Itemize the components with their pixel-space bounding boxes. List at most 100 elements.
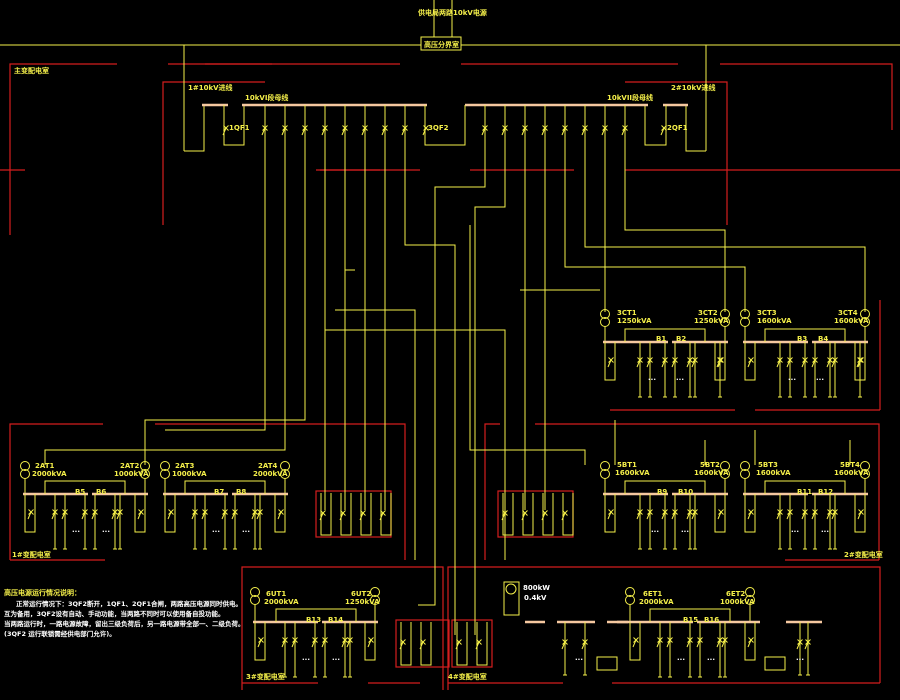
transformer-name: 6ET2 bbox=[726, 590, 745, 598]
transformer-icon bbox=[370, 587, 380, 597]
continuation-dots: ... bbox=[788, 374, 796, 382]
ats-box bbox=[596, 656, 618, 671]
bus-tie bbox=[624, 328, 706, 342]
transformer-rating: 1600kVA bbox=[834, 469, 869, 477]
continuation-dots: ... bbox=[575, 654, 583, 662]
breaker-blade bbox=[51, 511, 56, 520]
bus-tie bbox=[624, 480, 706, 494]
breaker-blade bbox=[321, 127, 326, 136]
bus-label: B3 bbox=[797, 335, 807, 343]
feeder-route bbox=[335, 309, 416, 560]
breaker-blade bbox=[776, 359, 781, 368]
breaker-blade bbox=[116, 511, 121, 520]
transformer-icon bbox=[625, 587, 635, 597]
breaker-blade bbox=[747, 511, 752, 520]
notes-title: 高压电源运行情况说明： bbox=[4, 588, 81, 597]
return-loop bbox=[164, 494, 176, 533]
transformer-icon bbox=[740, 469, 750, 479]
breaker-blade bbox=[339, 512, 344, 521]
breaker-blade bbox=[804, 641, 809, 650]
incoming-feeder bbox=[685, 105, 706, 152]
transformer-icon bbox=[740, 309, 750, 319]
transformer-rating: 1250kVA bbox=[345, 598, 380, 606]
breaker-blade bbox=[61, 511, 66, 520]
breaker-blade bbox=[359, 512, 364, 521]
breaker-blade bbox=[321, 639, 326, 648]
continuation-dots: ... bbox=[72, 526, 80, 534]
breaker-blade bbox=[261, 127, 266, 136]
substation-3-boundary bbox=[241, 566, 444, 690]
ats-box bbox=[764, 656, 786, 671]
transformer-icon bbox=[600, 461, 610, 471]
breaker-blade bbox=[796, 641, 801, 650]
feeder-route bbox=[469, 225, 586, 465]
transformer-icon bbox=[740, 461, 750, 471]
transformer-name: 5BT2 bbox=[700, 461, 720, 469]
switchgear-loop bbox=[320, 493, 332, 536]
transformer-name: 6ET1 bbox=[643, 590, 662, 598]
switchgear-boundary bbox=[315, 490, 392, 538]
breaker-blade bbox=[581, 641, 586, 650]
feeder-route bbox=[418, 160, 486, 606]
breaker-blade bbox=[636, 359, 641, 368]
feeder-route bbox=[144, 160, 306, 465]
transformer-icon bbox=[280, 461, 290, 471]
breaker-blade bbox=[721, 639, 726, 648]
breaker-blade bbox=[717, 511, 722, 520]
transformer-icon bbox=[250, 587, 260, 597]
breaker-blade bbox=[831, 359, 836, 368]
breaker-blade bbox=[137, 511, 142, 520]
switchgear-boundary bbox=[395, 619, 450, 668]
breaker-3qf2-label: 3QF2 bbox=[428, 124, 449, 132]
continuation-dots: ... bbox=[677, 654, 685, 662]
notes-line: (3QF2 运行联锁需经供电部门允许)。 bbox=[4, 629, 116, 638]
incoming-feeder bbox=[184, 105, 205, 152]
switchgear-loop bbox=[562, 493, 574, 536]
bus-label: B4 bbox=[818, 335, 828, 343]
transformer-name: 5BT1 bbox=[617, 461, 637, 469]
substation-1-boundary bbox=[155, 423, 406, 560]
bus-left-label: 10kVI段母线 bbox=[245, 93, 288, 102]
breaker-blade bbox=[251, 511, 256, 520]
utility-supply-label: 供电局两路10kV电源 bbox=[417, 8, 487, 17]
switchgear-boundary bbox=[497, 490, 574, 538]
switchgear-loop bbox=[542, 493, 554, 536]
transformer-rating: 2000kVA bbox=[639, 598, 674, 606]
breaker-blade bbox=[646, 511, 651, 520]
breaker-blade bbox=[257, 639, 262, 648]
transformer-rating: 2000kVA bbox=[264, 598, 299, 606]
breaker-blade bbox=[401, 127, 406, 136]
main-room-boundary bbox=[162, 81, 265, 225]
breaker-blade bbox=[346, 639, 351, 648]
bus-label: B5 bbox=[75, 488, 85, 496]
breaker-blade bbox=[621, 127, 626, 136]
return-loop bbox=[854, 342, 866, 381]
breaker-blade bbox=[671, 359, 676, 368]
breaker-blade bbox=[361, 127, 366, 136]
transformer-rating: 2000kVA bbox=[253, 470, 288, 478]
bus-right-label: 10kVII段母线 bbox=[607, 93, 653, 102]
breaker-blade bbox=[561, 512, 566, 521]
transformer-name: 3CT4 bbox=[838, 309, 858, 317]
breaker-blade bbox=[636, 511, 641, 520]
transformer-icon bbox=[140, 461, 150, 471]
transformer-rating: 1250kVA bbox=[694, 317, 729, 325]
incoming-right-label: 2#10kV进线 bbox=[671, 83, 716, 92]
bus-label: B15 bbox=[683, 616, 698, 624]
substation-3-label: 3#变配电室 bbox=[246, 672, 285, 681]
breaker-blade bbox=[632, 639, 637, 648]
breaker-blade bbox=[422, 127, 427, 136]
breaker-blade bbox=[231, 511, 236, 520]
breaker-blade bbox=[826, 359, 831, 368]
transformer-icon bbox=[745, 587, 755, 597]
feeder-route bbox=[564, 160, 746, 312]
transformer-rating: 1600kVA bbox=[756, 469, 791, 477]
breaker-blade bbox=[686, 639, 691, 648]
breaker-1qf1-label: 1QF1 bbox=[229, 124, 250, 132]
incoming-left-label: 1#10kV进线 bbox=[188, 83, 233, 92]
return-loop bbox=[134, 494, 146, 533]
bus-tie bbox=[275, 608, 357, 622]
bus-label: B2 bbox=[676, 335, 686, 343]
transformer-name: 2AT4 bbox=[258, 462, 278, 470]
